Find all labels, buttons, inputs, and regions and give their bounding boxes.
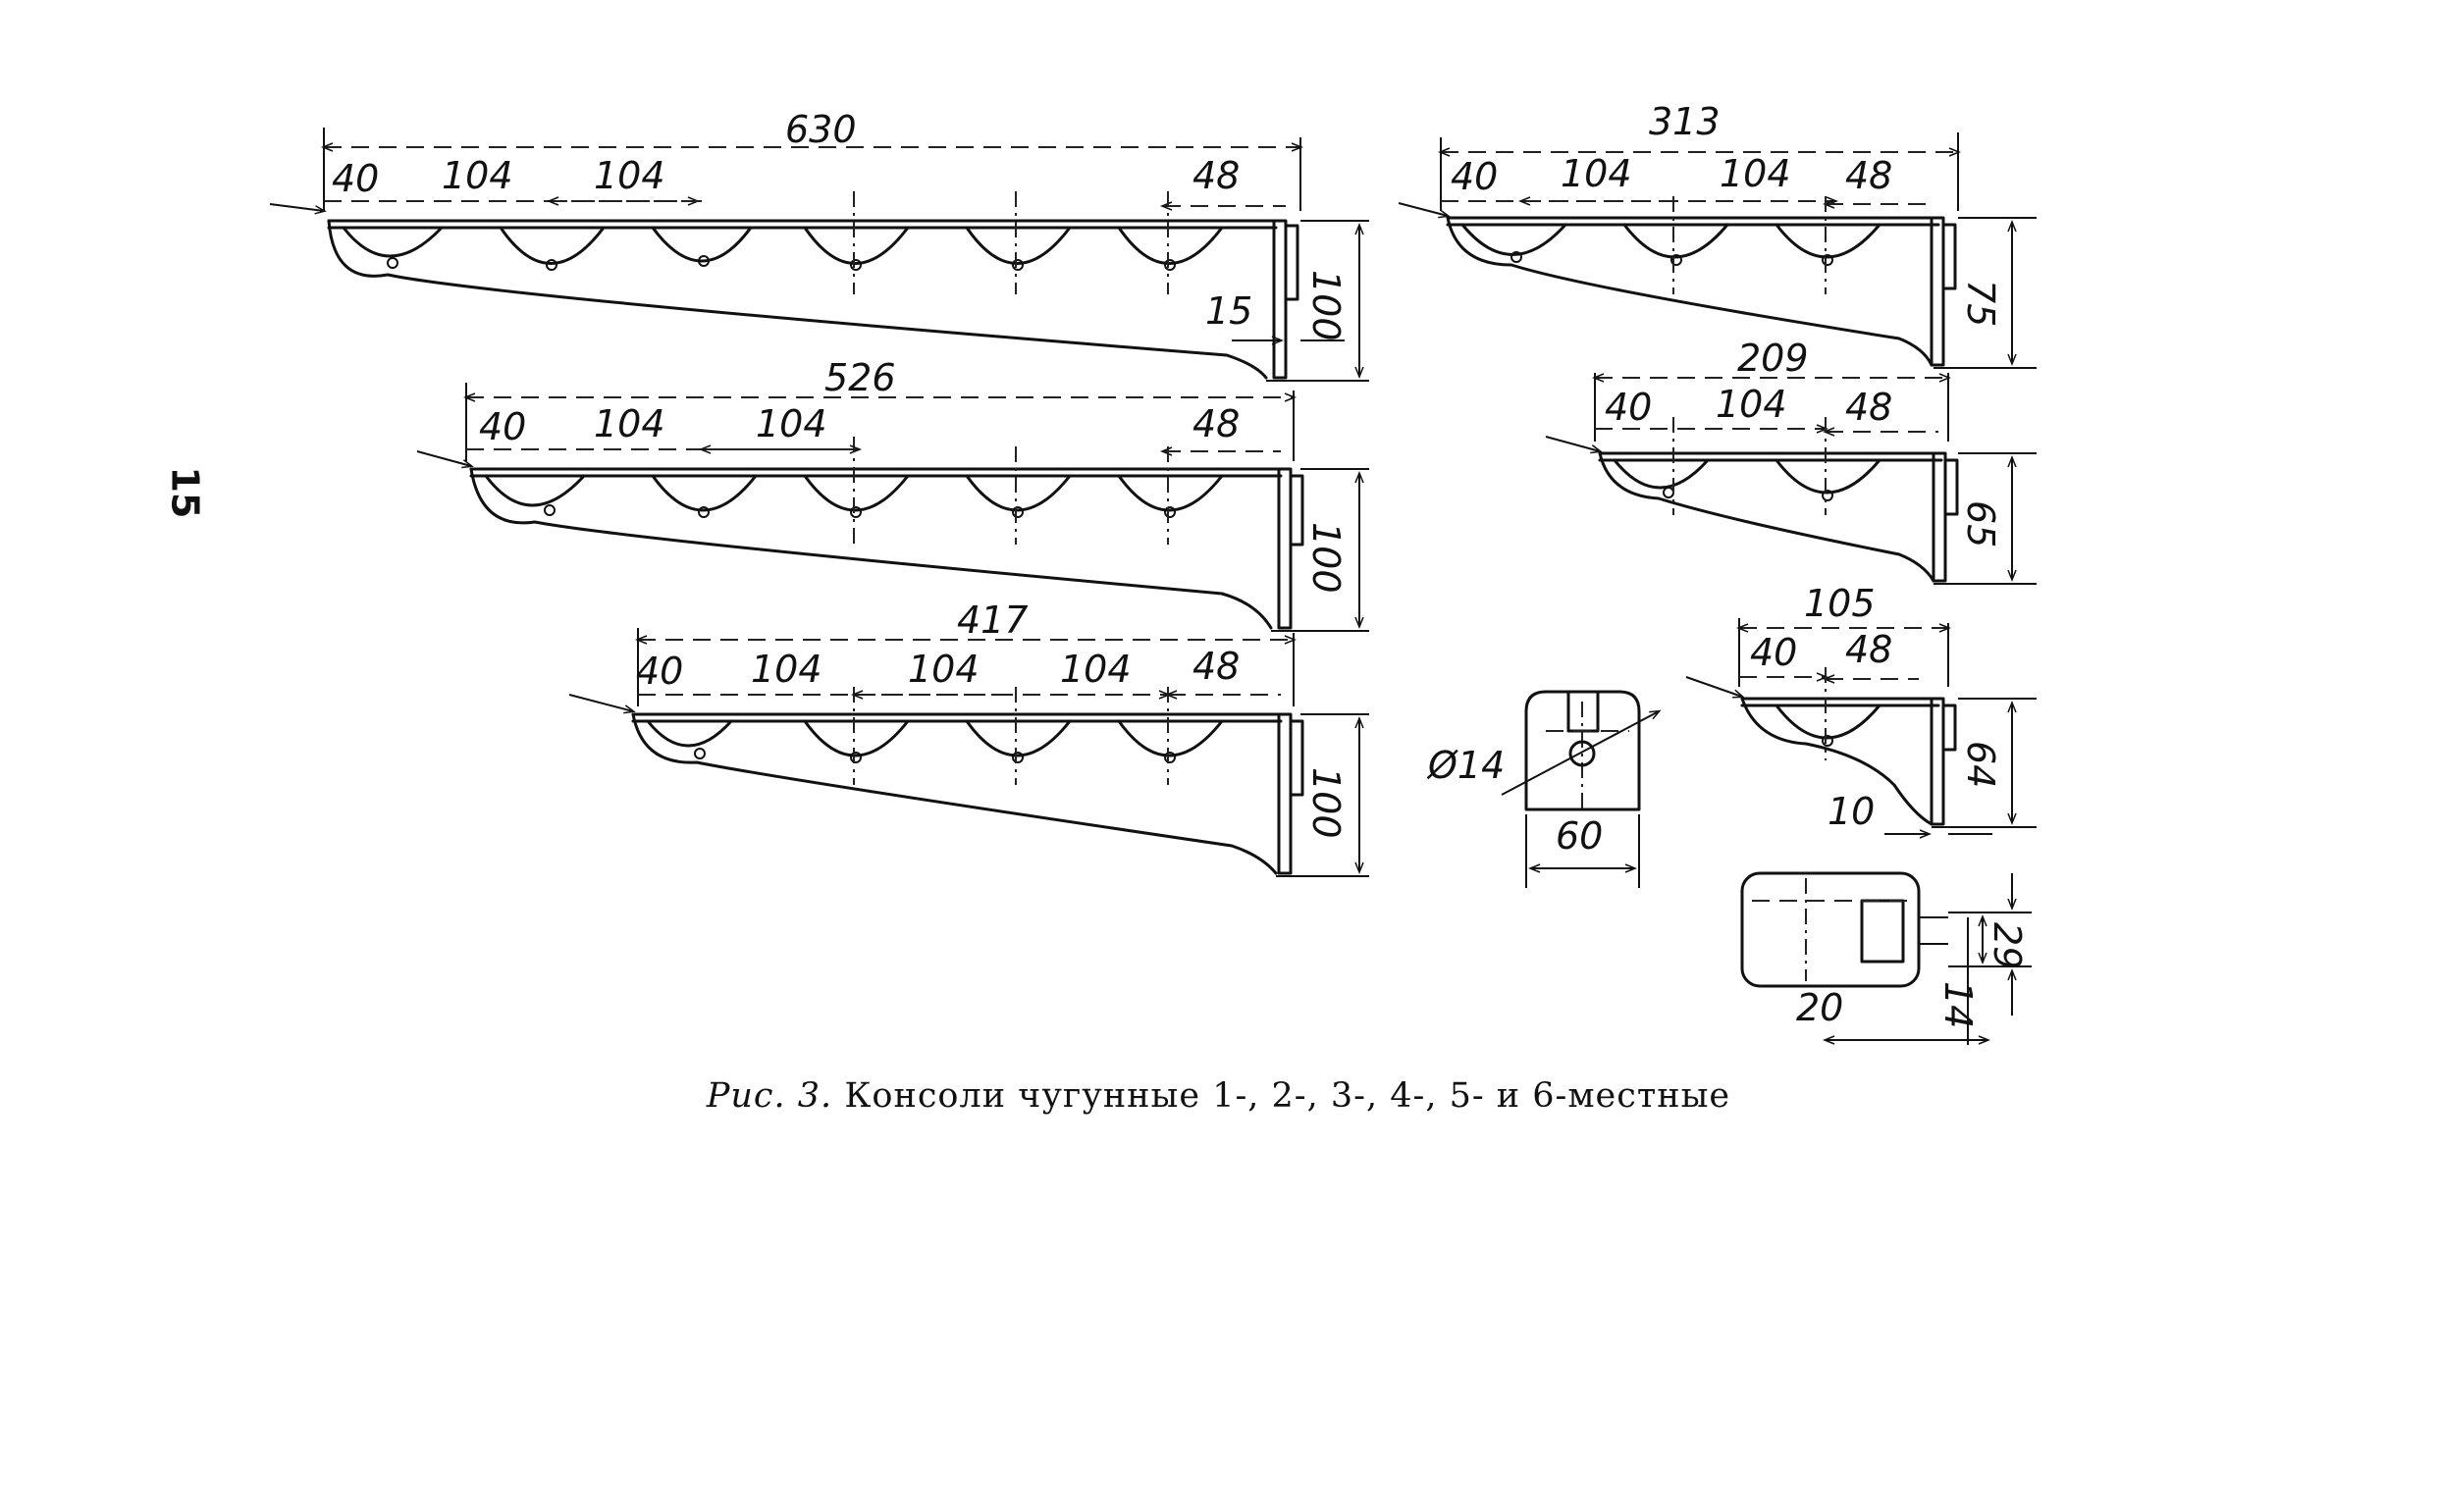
console-four-seat: 417 40 104 104 104 48 100 <box>568 599 1369 877</box>
console-five-seat: 526 40 104 104 48 100 <box>416 356 1369 632</box>
figure-caption-text: Консоли чугунные 1-, 2-, 3-, 4-, 5- и 6-… <box>844 1076 1731 1116</box>
dim-offset-14: 14 <box>1936 981 1980 1028</box>
dim-start-40: 40 <box>1605 386 1652 429</box>
dim-offset-15: 15 <box>1205 289 1252 333</box>
dim-total-313: 313 <box>1649 100 1721 143</box>
console-one-seat: 105 40 48 10 64 <box>1685 582 2037 834</box>
dim-start-40: 40 <box>636 650 683 693</box>
console-six-seat: 630 40 104 104 48 15 100 <box>269 108 1369 382</box>
dim-hole-diameter: Ø14 <box>1426 744 1505 787</box>
dim-total-630: 630 <box>785 108 857 151</box>
dim-pitch-104: 104 <box>908 648 980 691</box>
dim-pitch-104: 104 <box>751 648 822 691</box>
dim-end-48: 48 <box>1845 628 1892 671</box>
dim-start-40: 40 <box>1750 631 1797 674</box>
dim-pitch-104: 104 <box>594 154 665 197</box>
dim-pitch-104: 104 <box>1716 383 1787 426</box>
dim-end-48: 48 <box>1192 645 1240 688</box>
dim-total-105: 105 <box>1804 582 1876 625</box>
dim-pitch-104: 104 <box>442 154 513 197</box>
plan-view: 20 29 14 <box>1740 871 2032 1045</box>
dim-start-40: 40 <box>1451 155 1498 198</box>
dim-plan-length-20: 20 <box>1796 986 1843 1029</box>
dim-height-100: 100 <box>1304 270 1348 341</box>
figure-caption: Рис. 3. Консоли чугунные 1-, 2-, 3-, 4-,… <box>0 1076 2437 1116</box>
dim-height-65: 65 <box>1959 500 2002 547</box>
dim-total-209: 209 <box>1737 337 1809 380</box>
dim-height-75: 75 <box>1959 280 2002 327</box>
dim-pitch-104: 104 <box>1720 152 1791 195</box>
dim-end-48: 48 <box>1192 402 1240 445</box>
dim-start-40: 40 <box>479 405 526 448</box>
mount-plate-view: Ø14 60 <box>1426 690 1659 888</box>
dim-plate-width-60: 60 <box>1556 814 1603 858</box>
figure-caption-prefix: Рис. 3. <box>706 1076 833 1116</box>
dim-end-48: 48 <box>1192 154 1240 197</box>
dim-slot-29: 29 <box>1986 922 2029 969</box>
dim-pitch-104: 104 <box>756 402 827 445</box>
console-two-seat: 209 40 104 48 65 <box>1545 337 2037 585</box>
dim-pitch-104: 104 <box>1561 152 1632 195</box>
dim-height-64: 64 <box>1959 741 2002 788</box>
dim-end-48: 48 <box>1845 386 1892 429</box>
console-three-seat: 313 40 104 104 48 75 <box>1398 100 2037 369</box>
dim-total-417: 417 <box>957 599 1029 642</box>
dim-height-100: 100 <box>1304 767 1348 839</box>
dim-offset-10: 10 <box>1828 790 1875 833</box>
dim-start-40: 40 <box>332 157 379 200</box>
dim-pitch-104: 104 <box>1060 648 1132 691</box>
dim-height-100: 100 <box>1304 522 1348 594</box>
dim-total-526: 526 <box>824 356 896 399</box>
dim-end-48: 48 <box>1845 154 1892 197</box>
dim-pitch-104: 104 <box>594 402 665 445</box>
